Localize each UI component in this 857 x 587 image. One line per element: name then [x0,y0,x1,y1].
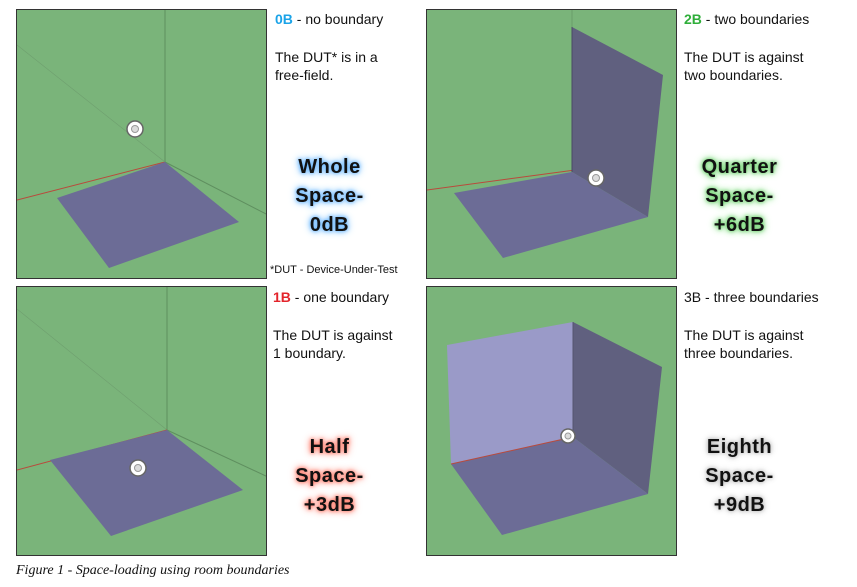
code-2B: 2B [684,11,702,27]
boundary-heading-0B: 0B - no boundary [275,11,384,27]
description-3B: 3B - three boundaries The DUT is against… [684,288,839,362]
dut-sphere [129,459,147,477]
dut-footnote: *DUT - Device-Under-Test [270,264,398,276]
code-3B: 3B [684,289,702,305]
dut-sphere [587,169,605,187]
boundary-heading-3B: 3B - three boundaries [684,289,819,305]
figure-caption: Figure 1 - Space-loading using room boun… [16,563,290,578]
boundary-heading-2B: 2B - two boundaries [684,11,810,27]
diagram-half-space [16,286,267,556]
boundary-heading-1B: 1B - one boundary [273,289,389,305]
label-quarter-space: Quarter Space- +6dB [701,156,778,236]
label-eighth-space: Eighth Space- +9dB [705,436,774,516]
diagram-quarter-space [426,9,677,279]
dut-sphere [126,120,144,138]
code-1B: 1B [273,289,291,305]
label-half-space: Half Space- +3dB [295,436,364,516]
dut-sphere [560,428,576,444]
diagram-eighth-space [426,286,677,556]
code-0B: 0B [275,11,293,27]
label-whole-space: Whole Space- 0dB [295,156,364,236]
diagram-whole-space [16,9,267,279]
